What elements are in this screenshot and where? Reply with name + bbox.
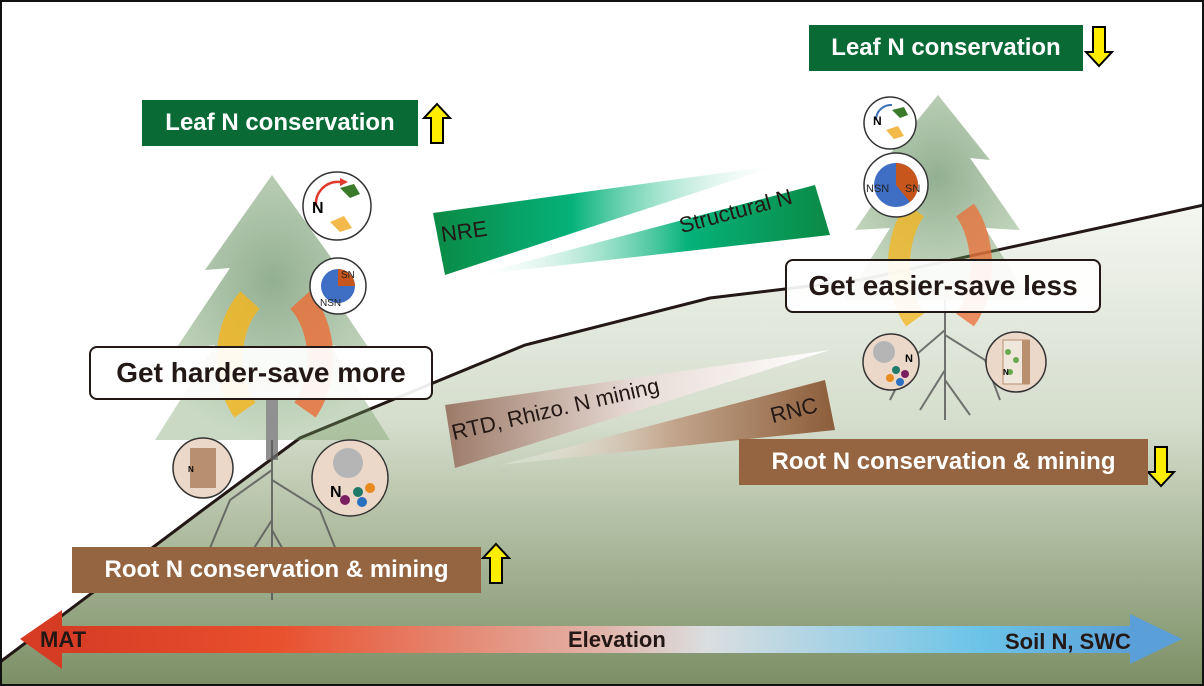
right-root-down-arrow-icon — [1145, 446, 1177, 488]
right-resorption-n-text: N — [873, 114, 882, 128]
axis-right-arrowhead — [1130, 614, 1182, 664]
right-leaf-n-conservation-label: Leaf N conservation — [809, 25, 1083, 71]
right-strategy-callout: Get easier-save less — [785, 259, 1101, 313]
left-pie-nsn-label: NSN — [320, 298, 341, 309]
left-leaf-up-arrow-icon — [421, 102, 453, 144]
right-gear-enzyme-icon: N — [862, 333, 920, 391]
axis-center-label: Elevation — [568, 627, 666, 652]
right-root-n-text: N — [1003, 368, 1009, 377]
right-root-n-conservation-label: Root N conservation & mining — [739, 439, 1148, 485]
right-leaf-resorption-icon: N — [863, 96, 917, 150]
elevation-gradient-axis — [20, 610, 1182, 669]
left-root-up-arrow-icon — [480, 542, 512, 584]
structural-n-wedge — [475, 185, 830, 275]
right-pie-chart-icon: NSN SN — [863, 152, 929, 218]
left-root-n-text: N — [188, 465, 194, 474]
axis-left-label: MAT — [40, 627, 87, 652]
left-pie-chart-icon: SN NSN — [309, 257, 367, 315]
left-leaf-n-conservation-label: Leaf N conservation — [142, 100, 418, 146]
left-leaf-resorption-icon: N — [302, 171, 372, 241]
nre-wedge — [433, 165, 780, 275]
right-pie-nsn-label: NSN — [866, 183, 889, 195]
axis-left-arrowhead — [20, 610, 62, 669]
right-leaf-down-arrow-icon — [1083, 26, 1115, 68]
left-pie-sn-label: SN — [341, 270, 355, 281]
right-root-cell-icon: N — [985, 331, 1047, 393]
rnc-wedge — [500, 380, 835, 465]
left-strategy-callout: Get harder-save more — [89, 346, 433, 400]
left-root-cell-icon: N — [172, 437, 234, 499]
left-resorption-n-text: N — [312, 200, 324, 217]
left-gear-enzyme-icon: N — [311, 439, 389, 517]
right-mining-n-text: N — [905, 353, 913, 365]
left-root-n-conservation-label: Root N conservation & mining — [72, 547, 481, 593]
left-mining-n-text: N — [330, 484, 342, 501]
right-pie-sn-label: SN — [905, 183, 920, 195]
rtd-rhizo-wedge — [445, 350, 830, 468]
axis-right-label: Soil N, SWC — [1005, 629, 1131, 654]
